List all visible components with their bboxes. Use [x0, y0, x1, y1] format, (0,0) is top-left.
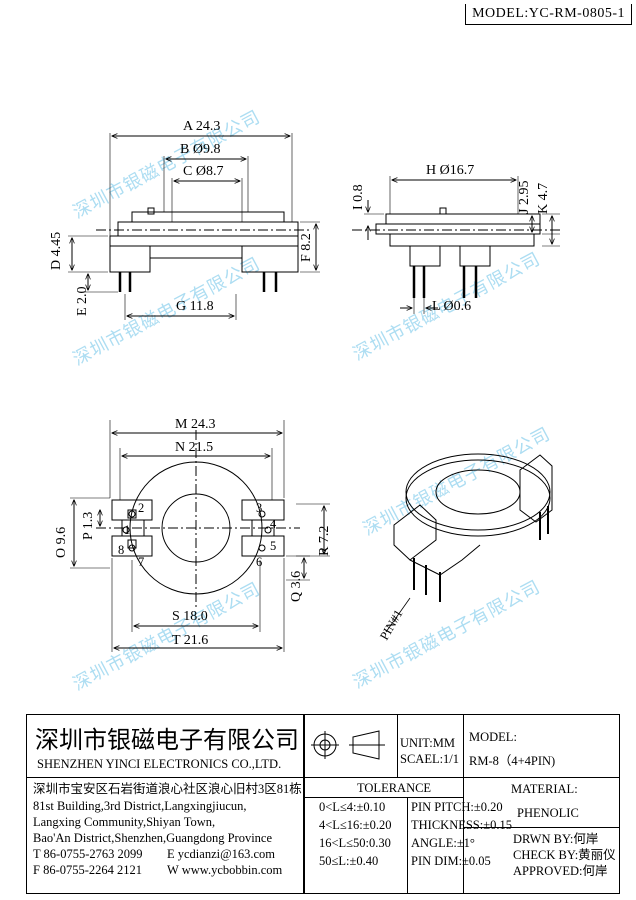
dim-N: N 21.5 [175, 440, 214, 455]
tolerance-range: 4<L≤16:±0.20 [319, 818, 392, 832]
pin-number: 2 [138, 501, 145, 515]
dim-D: D 4.45 [49, 231, 64, 270]
checked-by: CHECK BY:黄丽仪 [513, 848, 616, 862]
company-name-en: SHENZHEN YINCI ELECTRONICS CO.,LTD. [37, 757, 282, 771]
tolerance-item: PIN PITCH:±0.20 [411, 800, 503, 814]
projection-symbol-icon [311, 730, 385, 760]
dim-Q: Q 3.6 [289, 570, 304, 602]
scale-label: SCAEL:1/1 [400, 752, 460, 766]
dim-S: S 18.0 [172, 609, 208, 624]
dim-I: I 0.8 [351, 184, 366, 210]
dim-A: A 24.3 [183, 119, 221, 134]
pin-number: 5 [270, 539, 277, 553]
address-en-3: Bao'An District,Shenzhen,Guangdong Provi… [33, 831, 273, 845]
tolerance-item: THICKNESS:±0.15 [411, 818, 512, 832]
model-label: MODEL: [469, 730, 517, 744]
dim-C: C Ø8.7 [183, 164, 224, 179]
drawn-by: DRWN BY:何岸 [513, 832, 599, 846]
dim-T: T 21.6 [172, 633, 209, 648]
dim-F: F 8.2 [299, 233, 314, 262]
dim-M: M 24.3 [175, 417, 216, 432]
website: W www.ycbobbin.com [167, 863, 283, 877]
bottom-view [70, 420, 330, 652]
telephone: T 86-0755-2763 2099 [33, 847, 143, 861]
model-header: MODEL:YC-RM-0805-1 [465, 4, 632, 25]
pin-number: 4 [270, 517, 277, 531]
pin-number: 8 [118, 543, 125, 557]
pin-number: 7 [138, 555, 145, 569]
email: E ycdianzi@163.com [167, 847, 276, 861]
model-value: RM-8（4+4PIN) [469, 754, 556, 768]
dim-P: P 1.3 [81, 511, 96, 540]
dim-J: J 2.95 [517, 180, 532, 214]
tolerance-title: TOLERANCE [357, 781, 432, 795]
pin-number: 3 [256, 501, 263, 515]
fax: F 86-0755-2264 2121 [33, 863, 143, 877]
tolerance-range: 0<L≤4:±0.10 [319, 800, 386, 814]
tolerance-item: PIN DIM:±0.05 [411, 854, 491, 868]
dim-O: O 9.6 [54, 526, 69, 558]
isometric-view [385, 453, 553, 633]
pin-number: 1 [124, 523, 131, 537]
tolerance-item: ANGLE:±1° [411, 836, 475, 850]
approved-by: APPROVED:何岸 [513, 864, 608, 878]
title-block: 深圳市银磁电子有限公司 SHENZHEN YINCI ELECTRONICS C… [26, 714, 620, 894]
material-label: MATERIAL: [511, 782, 578, 796]
address-cn: 深圳市宝安区石岩街道浪心社区浪心旧村3区81栋 [33, 782, 302, 796]
unit-label: UNIT:MM [400, 736, 455, 750]
tolerance-range: 16<L≤50:0.30 [319, 836, 391, 850]
address-en-1: 81st Building,3rd District,Langxingjiucu… [33, 799, 247, 813]
front-view [68, 133, 320, 320]
dim-H: H Ø16.7 [426, 163, 475, 178]
pin-number: 6 [256, 555, 263, 569]
dim-R: R 7.2 [317, 525, 332, 556]
address-en-2: Langxing Community,Shiyan Town, [33, 815, 216, 829]
dim-E: E 2.0 [75, 286, 90, 316]
material-value: PHENOLIC [517, 806, 579, 820]
dim-L: L Ø0.6 [432, 299, 472, 314]
company-name-cn: 深圳市银磁电子有限公司 [35, 728, 299, 754]
dim-K: K 4.7 [536, 182, 551, 214]
tolerance-range: 50≤L:±0.40 [319, 854, 379, 868]
dim-B: B Ø9.8 [180, 142, 221, 157]
side-view [352, 176, 560, 314]
dim-G: G 11.8 [176, 299, 214, 314]
